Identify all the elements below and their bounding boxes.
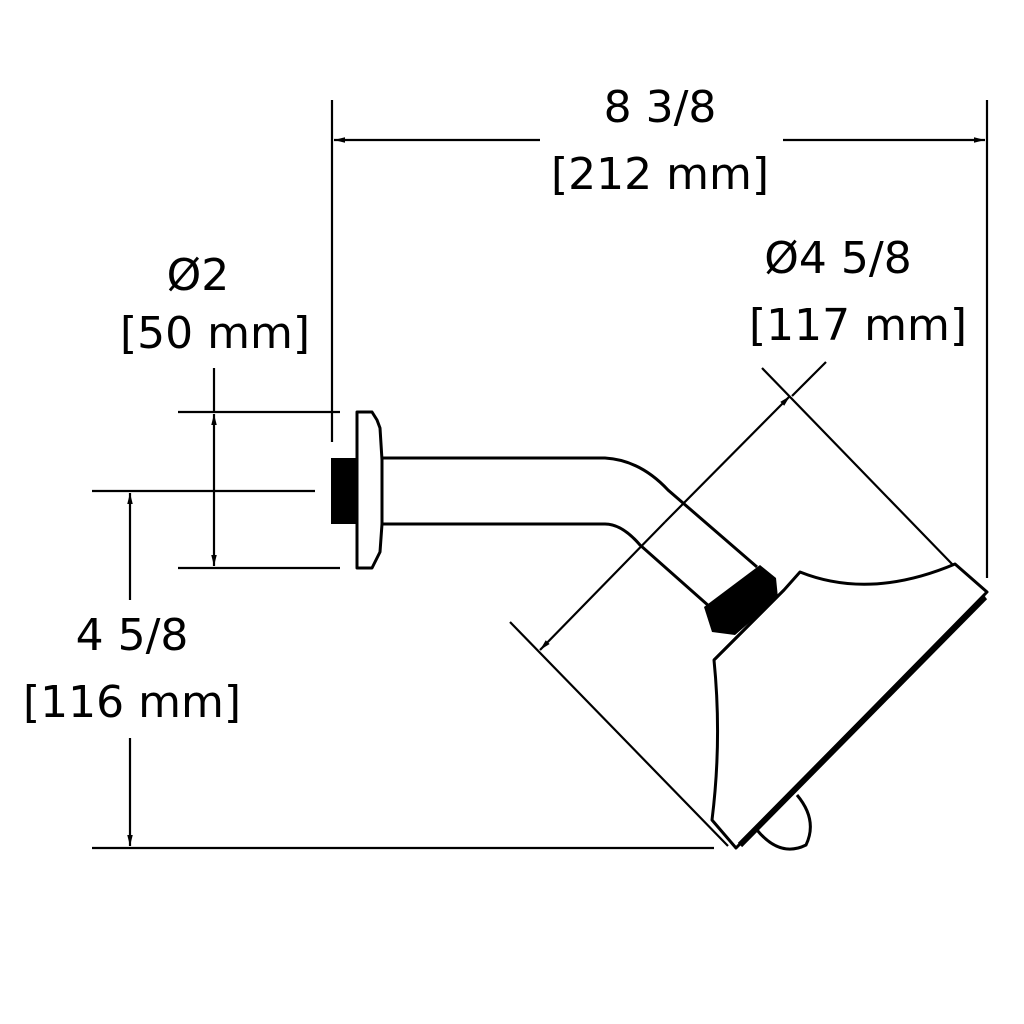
tick-line <box>791 361 827 397</box>
spray-knob <box>755 794 812 851</box>
head-diameter-imperial: Ø4 5/8 <box>764 233 911 284</box>
flange-diameter-imperial: Ø2 <box>167 250 230 301</box>
overall-width-dimension: 8 3/8 [212 mm] <box>330 82 989 578</box>
shower-head-face <box>737 594 988 848</box>
flange-diameter-metric: [50 mm] <box>120 308 310 359</box>
drop-height-imperial: 4 5/8 <box>76 610 189 661</box>
overall-width-metric: [212 mm] <box>551 149 769 200</box>
dimension-arrow-lower <box>539 521 666 651</box>
head-diameter-metric: [117 mm] <box>749 300 967 351</box>
drop-height-metric: [116 mm] <box>23 677 241 728</box>
pipe-thread <box>331 458 357 524</box>
wall-flange <box>355 410 384 570</box>
drop-height-dimension: 4 5/8 [116 mm] <box>23 489 714 850</box>
head-diameter-dimension: Ø4 5/8 [117 mm] <box>509 233 986 847</box>
flange-diameter-dimension: Ø2 [50 mm] <box>120 250 340 570</box>
dimension-arrow-upper <box>664 395 791 523</box>
arm-top-edge <box>382 456 758 569</box>
extension-line-upper <box>761 367 986 599</box>
overall-width-imperial: 8 3/8 <box>604 82 717 133</box>
arm-bottom-edge <box>382 522 711 609</box>
arm-nut <box>704 565 778 635</box>
shower-arm-assembly <box>331 410 989 851</box>
extension-line-lower <box>509 621 729 847</box>
shower-head-collar <box>712 588 786 662</box>
